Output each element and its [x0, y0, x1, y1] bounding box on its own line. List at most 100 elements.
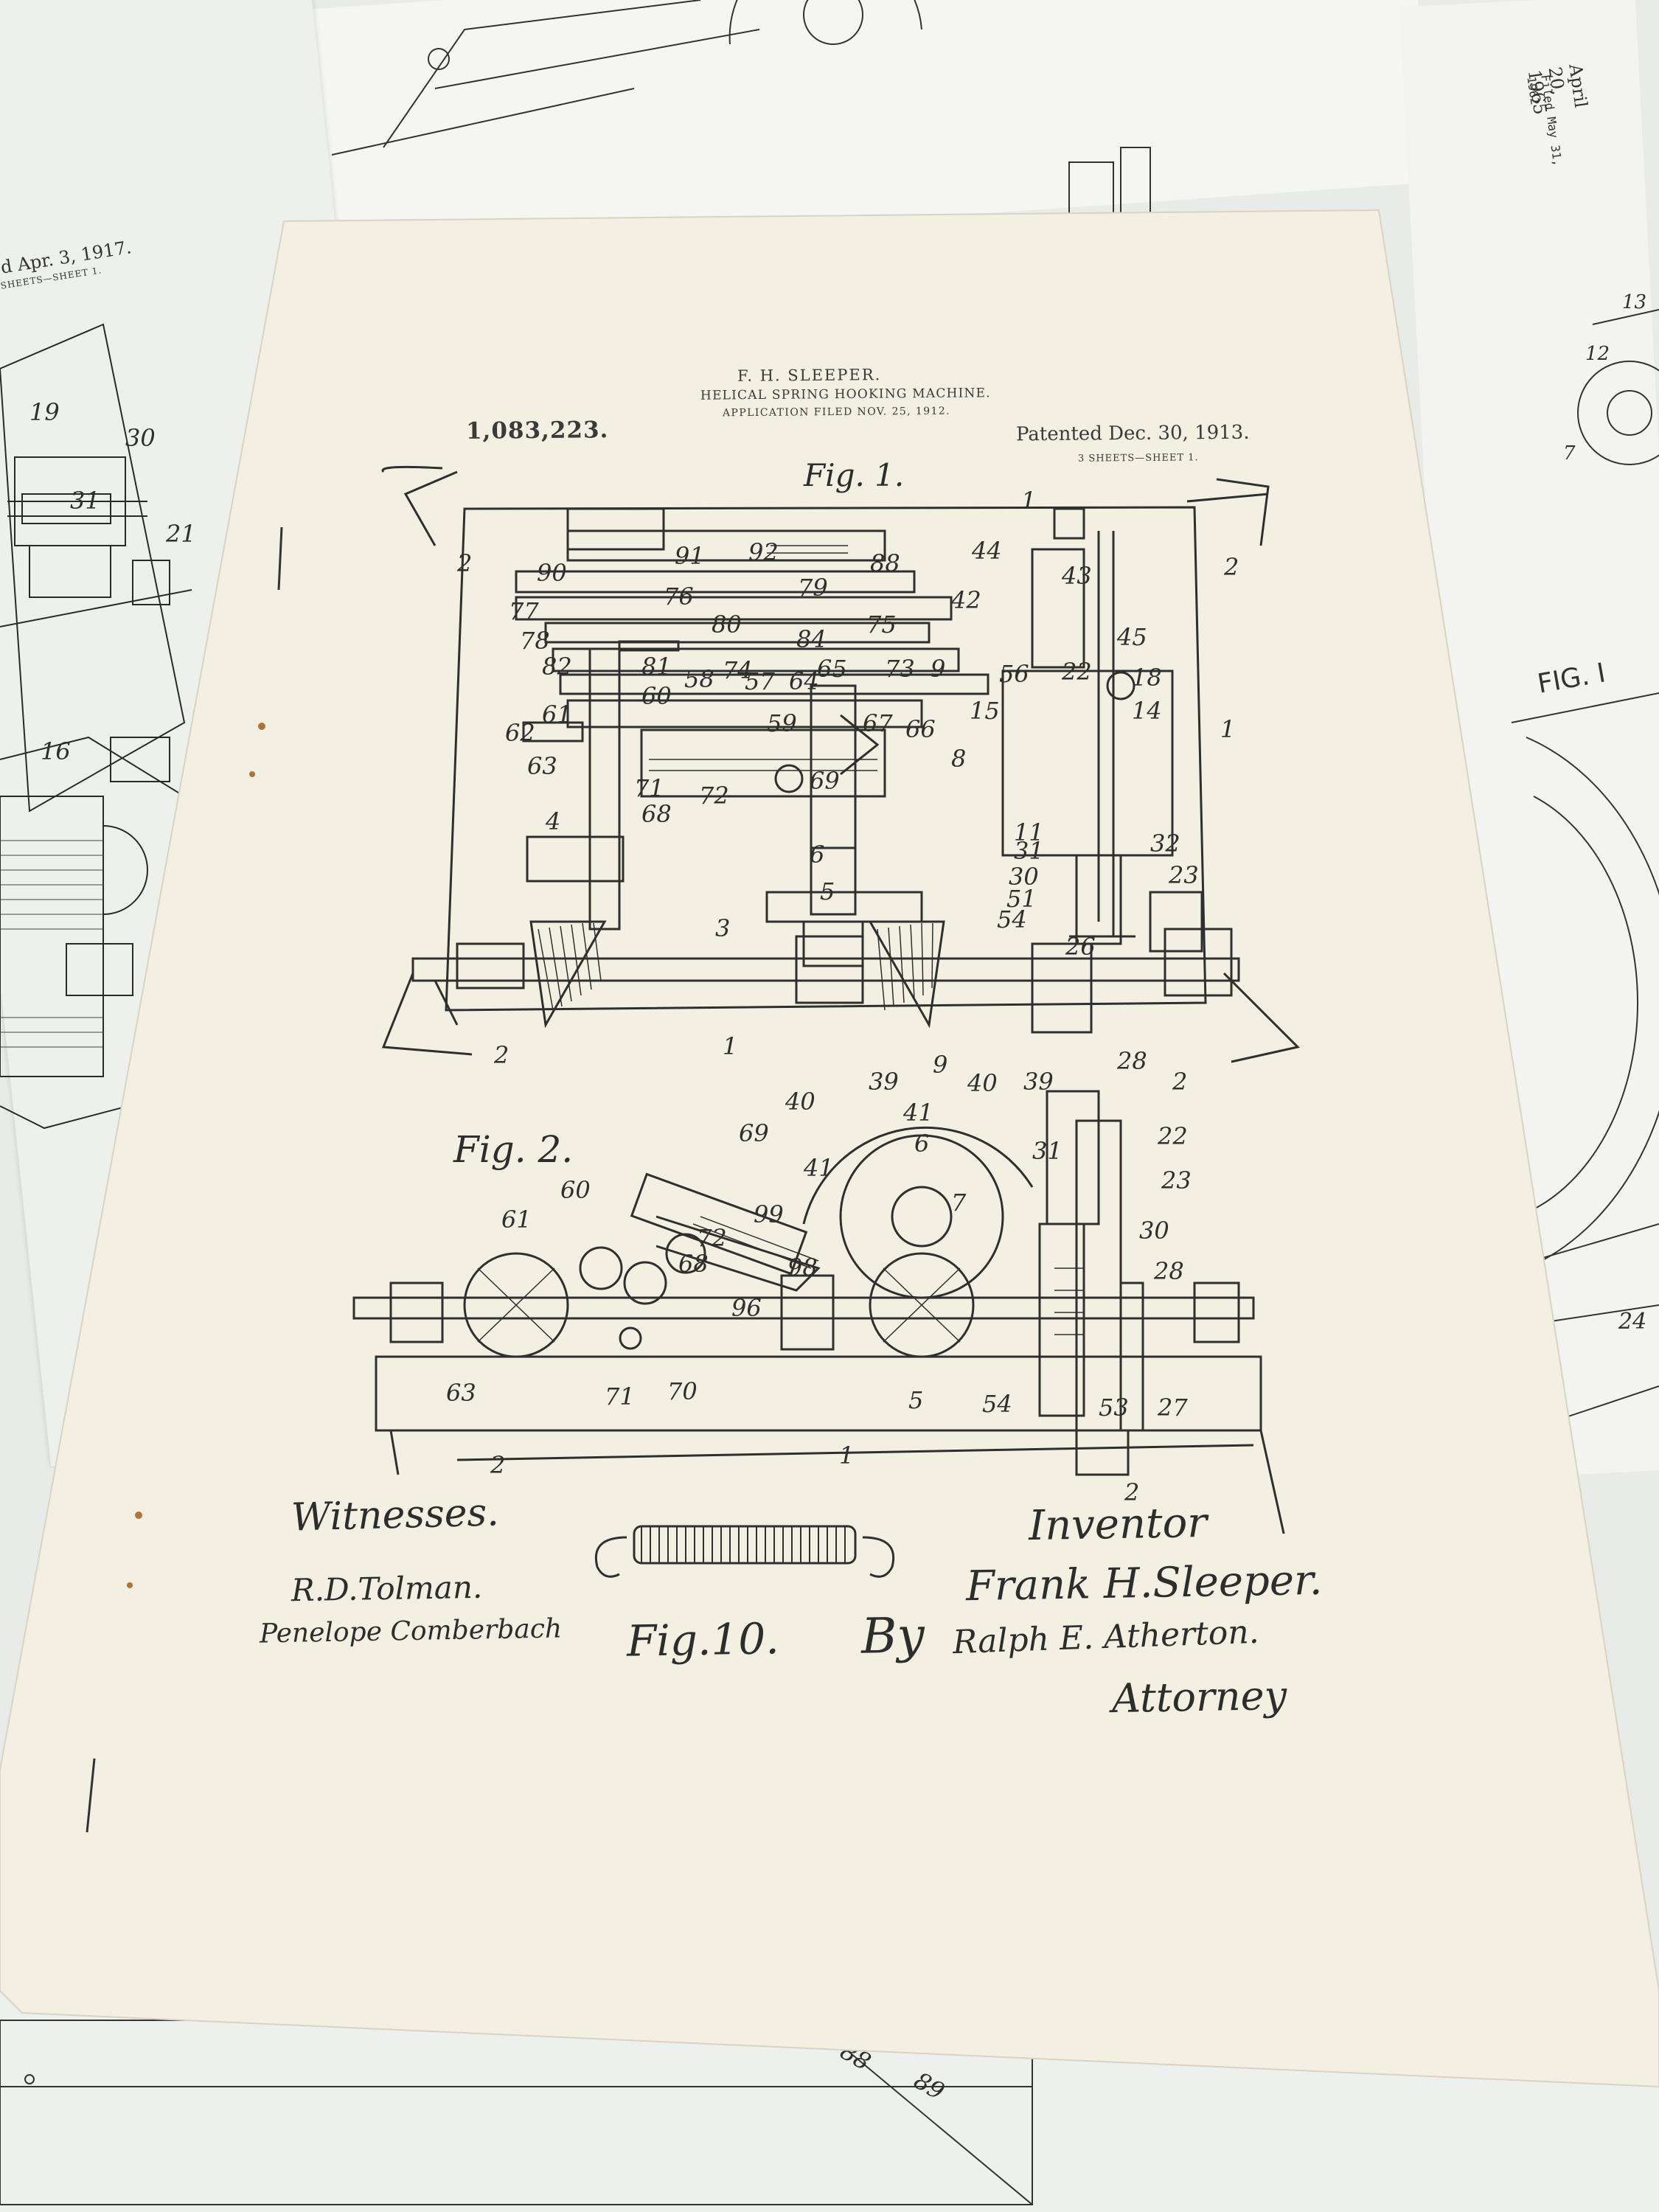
- fig1-callout: 32: [1150, 830, 1180, 858]
- fig1-callout: 81: [641, 653, 672, 681]
- header-inventor: F. H. SLEEPER.: [737, 366, 882, 385]
- fig1-callout: 1: [1220, 715, 1236, 743]
- fig2-callout: 28: [1154, 1257, 1184, 1285]
- fig2-callout: 96: [731, 1294, 762, 1322]
- fig1-callout: 71: [634, 774, 664, 802]
- fig1-callout: 65: [817, 655, 847, 683]
- fig2-callout: 23: [1161, 1166, 1192, 1194]
- fig1-callout: 84: [796, 625, 827, 653]
- fig1-callout: 63: [527, 752, 557, 780]
- fig2-callout: 27: [1158, 1394, 1188, 1422]
- fig10-label: Fig.10.: [626, 1613, 780, 1666]
- fig1-callout: 8: [951, 745, 967, 773]
- fig1-callout: 57: [745, 667, 775, 695]
- left-callout: 30: [125, 424, 156, 452]
- fig1-callout: 80: [712, 611, 742, 639]
- right-callout: 12: [1585, 343, 1610, 365]
- fig1-callout: 30: [1009, 863, 1039, 891]
- fig1-callout: 67: [863, 709, 893, 737]
- fig1-drawing: [381, 465, 1300, 1063]
- fig2-callout: 63: [446, 1379, 476, 1407]
- fig1-callout: 76: [664, 582, 694, 611]
- inventor-label: Inventor: [1028, 1498, 1208, 1551]
- fig2-callout: 41: [804, 1154, 834, 1182]
- fig1-callout: 18: [1132, 664, 1162, 692]
- patent-number: 1,083,223.: [465, 417, 609, 445]
- fig1-callout: 2: [1224, 553, 1239, 581]
- fig2-callout: 39: [869, 1068, 899, 1096]
- fig1-callout: 51: [1006, 885, 1037, 913]
- left-callout: 21: [166, 520, 196, 548]
- fig2-callout: 39: [1023, 1068, 1054, 1096]
- witnesses-label: Witnesses.: [291, 1490, 500, 1540]
- fig1-callout: 43: [1062, 562, 1092, 590]
- fig1-callout: 54: [997, 905, 1027, 933]
- fig1-callout: 69: [810, 767, 840, 795]
- fig2-callout: 70: [667, 1377, 698, 1405]
- fig1-callout: 31: [1014, 837, 1044, 865]
- right-callout: 13: [1622, 291, 1647, 313]
- fig1-callout: 2: [1172, 1068, 1188, 1096]
- fig2-callout: 1: [839, 1441, 855, 1470]
- fig1-callout: 78: [520, 627, 550, 655]
- fig1-callout: 2: [494, 1041, 509, 1069]
- right-callout: 24: [1618, 1309, 1647, 1335]
- fig2-callout: 60: [560, 1176, 591, 1204]
- fig1-callout: 28: [1117, 1047, 1147, 1075]
- fig2-label: Fig. 2.: [453, 1128, 574, 1171]
- fig2-callout: 30: [1139, 1217, 1169, 1245]
- header-title: HELICAL SPRING HOOKING MACHINE.: [700, 386, 991, 403]
- fig1-callout: 66: [905, 715, 936, 743]
- right-callout: 7: [1563, 442, 1576, 465]
- fig2-callout: 7: [951, 1189, 967, 1217]
- fig2-drawing: [352, 1090, 1285, 1534]
- sheet-count: 3 SHEETS—SHEET 1.: [1077, 452, 1199, 465]
- left-callout: 16: [41, 737, 71, 765]
- fig1-callout: 4: [546, 807, 561, 835]
- fig1-callout: 5: [820, 877, 835, 905]
- fig2-callout: 68: [678, 1250, 709, 1278]
- fig1-callout: 72: [699, 782, 729, 810]
- fig2-callout: 40: [967, 1069, 998, 1097]
- fig2-callout: 99: [754, 1200, 784, 1228]
- fig1-callout: 62: [505, 719, 535, 747]
- fig1-callout: 75: [866, 611, 897, 639]
- fig1-callout: 88: [870, 549, 900, 577]
- fig1-callout: 91: [675, 542, 705, 570]
- fig2-callout: 22: [1158, 1122, 1188, 1150]
- fig2-callout: 69: [739, 1119, 769, 1147]
- fig2-callout: 98: [787, 1253, 818, 1281]
- fig1-callout: 26: [1065, 933, 1096, 961]
- top-sheet-drawing: [331, 0, 1151, 221]
- fig1-callout: 14: [1132, 697, 1162, 725]
- fig1-callout: 61: [542, 700, 572, 728]
- fig1-callout: 45: [1117, 623, 1147, 651]
- witness-2-signature: Penelope Comberbach: [259, 1613, 563, 1649]
- fig1-callout: 77: [509, 597, 539, 625]
- fig1-label: Fig. 1.: [804, 457, 905, 493]
- fig1-callout: 56: [999, 660, 1029, 688]
- fig1-callout: 6: [810, 841, 825, 869]
- fig1-callout: 44: [972, 537, 1002, 565]
- fig2-callout: 72: [697, 1224, 727, 1252]
- fig2-callout: 41: [903, 1099, 933, 1127]
- fig10-spring-drawing: [595, 1525, 894, 1578]
- fig1-callout: 90: [537, 559, 567, 587]
- fig2-callout: 9: [933, 1051, 948, 1079]
- fig1-callout: 2: [457, 549, 473, 577]
- fig1-callout: 1: [1021, 487, 1037, 515]
- fig2-callout: 31: [1032, 1137, 1062, 1165]
- witness-1-signature: R.D.Tolman.: [291, 1568, 483, 1609]
- fig2-callout: 71: [605, 1382, 635, 1411]
- fig1-callout: 3: [715, 914, 731, 942]
- left-callout: 19: [29, 398, 60, 426]
- fig1-callout: 58: [684, 665, 714, 693]
- fig1-callout: 82: [542, 653, 572, 681]
- left-callout: 31: [70, 487, 100, 515]
- fig1-callout: 64: [789, 667, 819, 695]
- fig1-callout: 79: [798, 574, 828, 602]
- fig2-callout: 54: [982, 1390, 1012, 1418]
- by-label: By: [860, 1607, 925, 1665]
- fig1-callout: 1: [723, 1032, 738, 1060]
